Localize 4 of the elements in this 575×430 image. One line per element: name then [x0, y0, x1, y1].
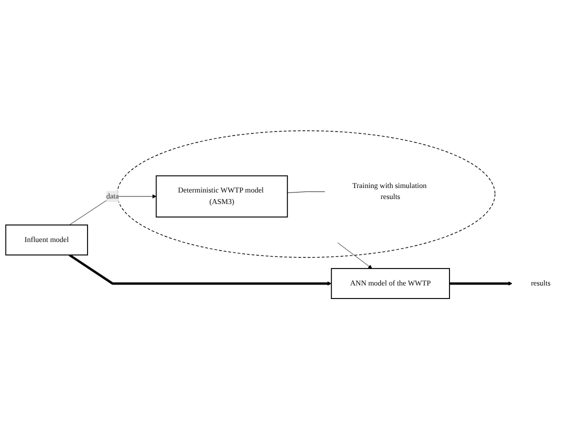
- arrow: [68, 254, 332, 286]
- connector: [287, 192, 326, 194]
- arrow: [449, 282, 512, 286]
- cluster: [116, 130, 496, 258]
